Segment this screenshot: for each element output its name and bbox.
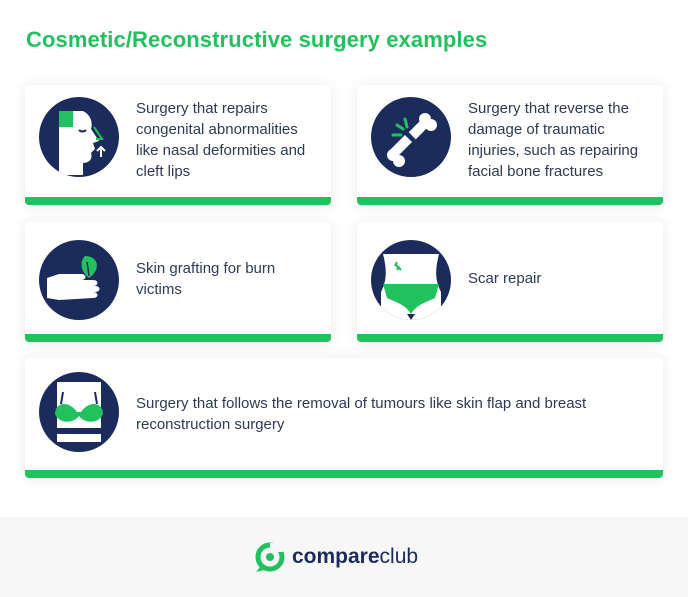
card-text: Scar repair bbox=[468, 270, 542, 287]
card-text: Surgery that follows the removal of tumo… bbox=[136, 395, 587, 433]
compareclub-logo-icon bbox=[255, 542, 286, 572]
card-text: Surgery that repairs congenital abnormal… bbox=[136, 100, 306, 180]
logo-compare: compare bbox=[292, 545, 380, 568]
footer bbox=[0, 517, 688, 597]
compareclub-logo[interactable]: compareclub bbox=[254, 540, 418, 574]
broken-bone-icon bbox=[371, 97, 451, 177]
bra-torso-icon bbox=[39, 372, 119, 452]
card-tumour-removal: Surgery that follows the removal of tumo… bbox=[25, 358, 663, 478]
hand-leaf-icon bbox=[39, 240, 119, 320]
face-profile-icon bbox=[39, 97, 119, 177]
card-text: Surgery that reverse the damage of traum… bbox=[468, 100, 639, 180]
logo-wordmark: compareclub bbox=[292, 545, 418, 569]
logo-club: club bbox=[379, 545, 419, 568]
card-scar-repair: Scar repair bbox=[357, 222, 663, 342]
torso-scar-icon bbox=[371, 240, 451, 320]
card-text: Skin grafting for burn victims bbox=[136, 260, 276, 298]
card-congenital: Surgery that repairs congenital abnormal… bbox=[25, 85, 331, 205]
page-title: Cosmetic/Reconstructive surgery examples bbox=[26, 27, 488, 52]
card-traumatic: Surgery that reverse the damage of traum… bbox=[357, 85, 663, 205]
card-skin-grafting: Skin grafting for burn victims bbox=[25, 222, 331, 342]
